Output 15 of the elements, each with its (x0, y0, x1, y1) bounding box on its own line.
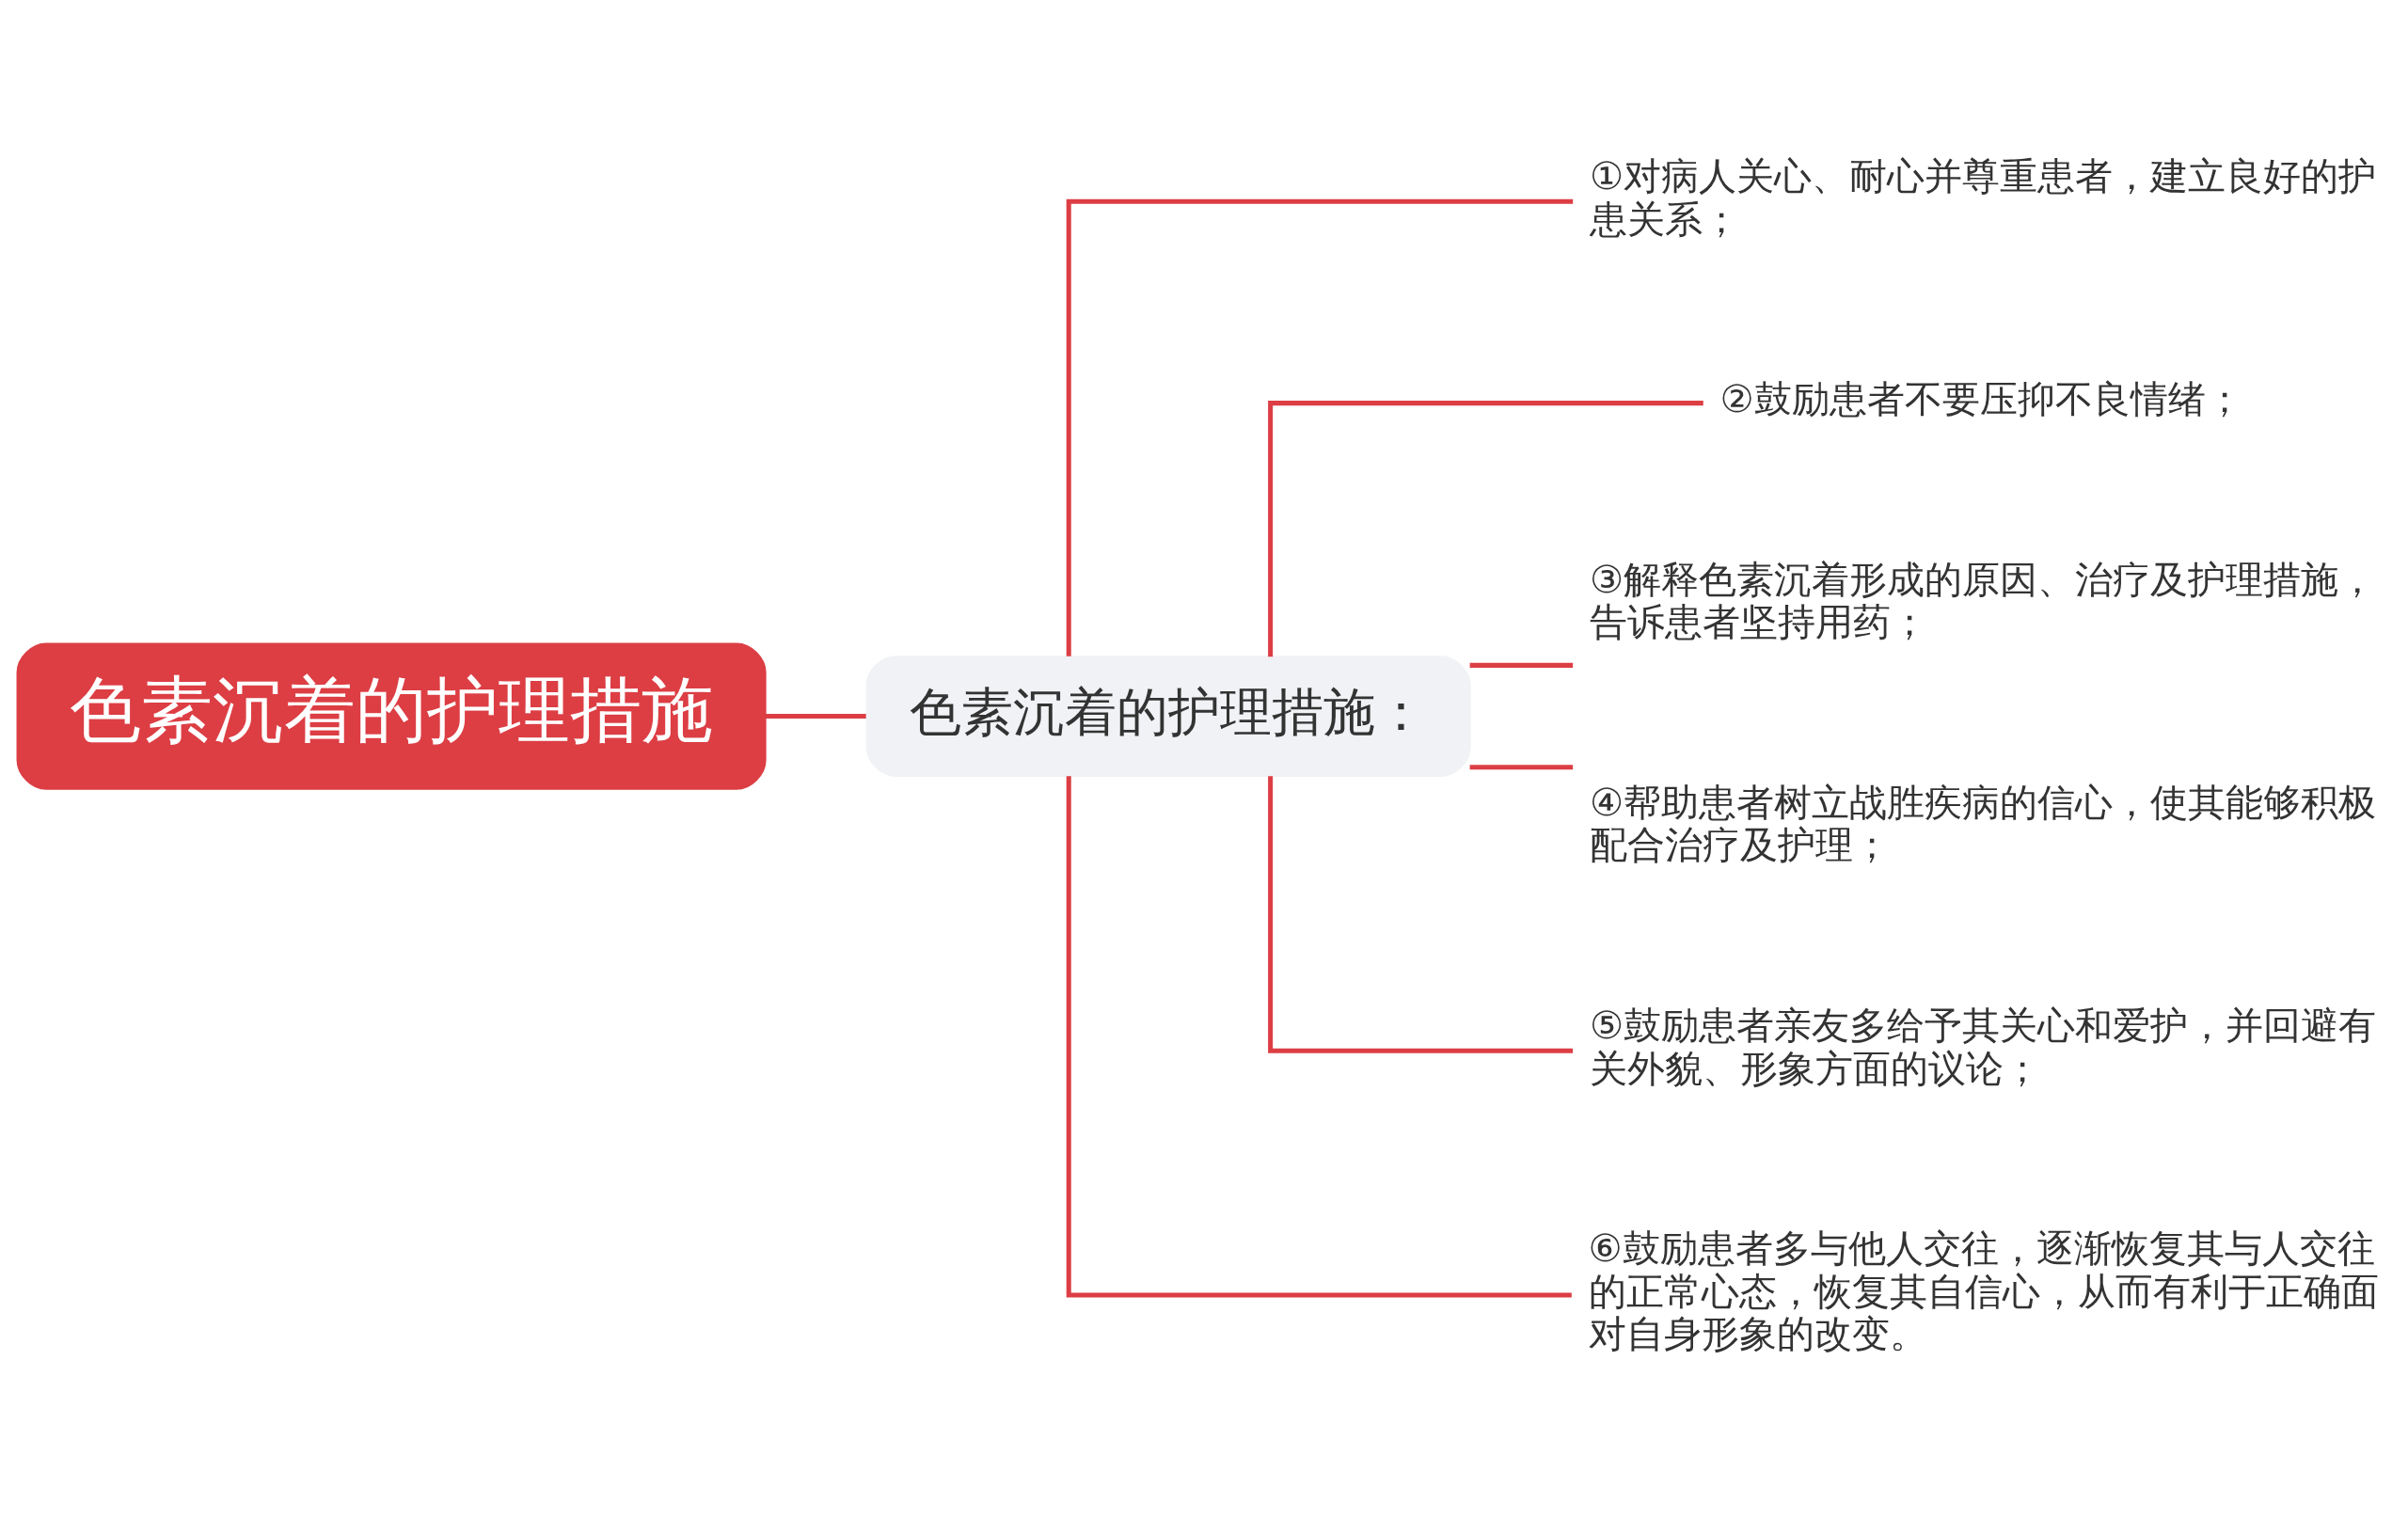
connector (765, 714, 866, 719)
node-box: 色素沉着的护理措施： (865, 656, 1471, 777)
node-text: ⑥鼓励患者多与他人交往，逐渐恢复其与人交往的正常心态，恢复其自信心，从而有利于正确面对自身形象的改变。 (1588, 1226, 2379, 1357)
node-box: 色素沉着的护理措施 (16, 642, 767, 790)
connector (1268, 776, 1574, 1053)
connector (1066, 198, 1574, 656)
connector (1469, 662, 1574, 668)
connector (1268, 401, 1703, 657)
node-text: ③解释色素沉着形成的原因、治疗及护理措施，告诉患者坚持用药； (1589, 557, 2377, 645)
node-text: ④帮助患者树立战胜疾病的信心，使其能够积极配合治疗及护理； (1589, 781, 2377, 868)
node-text: ②鼓励患者不要压抑不良情绪； (1719, 377, 2243, 422)
node-text: ①对病人关心、耐心并尊重患者，建立良好的护患关系； (1589, 154, 2377, 242)
connector (1469, 765, 1574, 770)
connector (1066, 776, 1572, 1298)
node-text: ⑤鼓励患者亲友多给予其关心和爱护，并回避有关外貌、形象方面的议论； (1589, 1004, 2377, 1091)
